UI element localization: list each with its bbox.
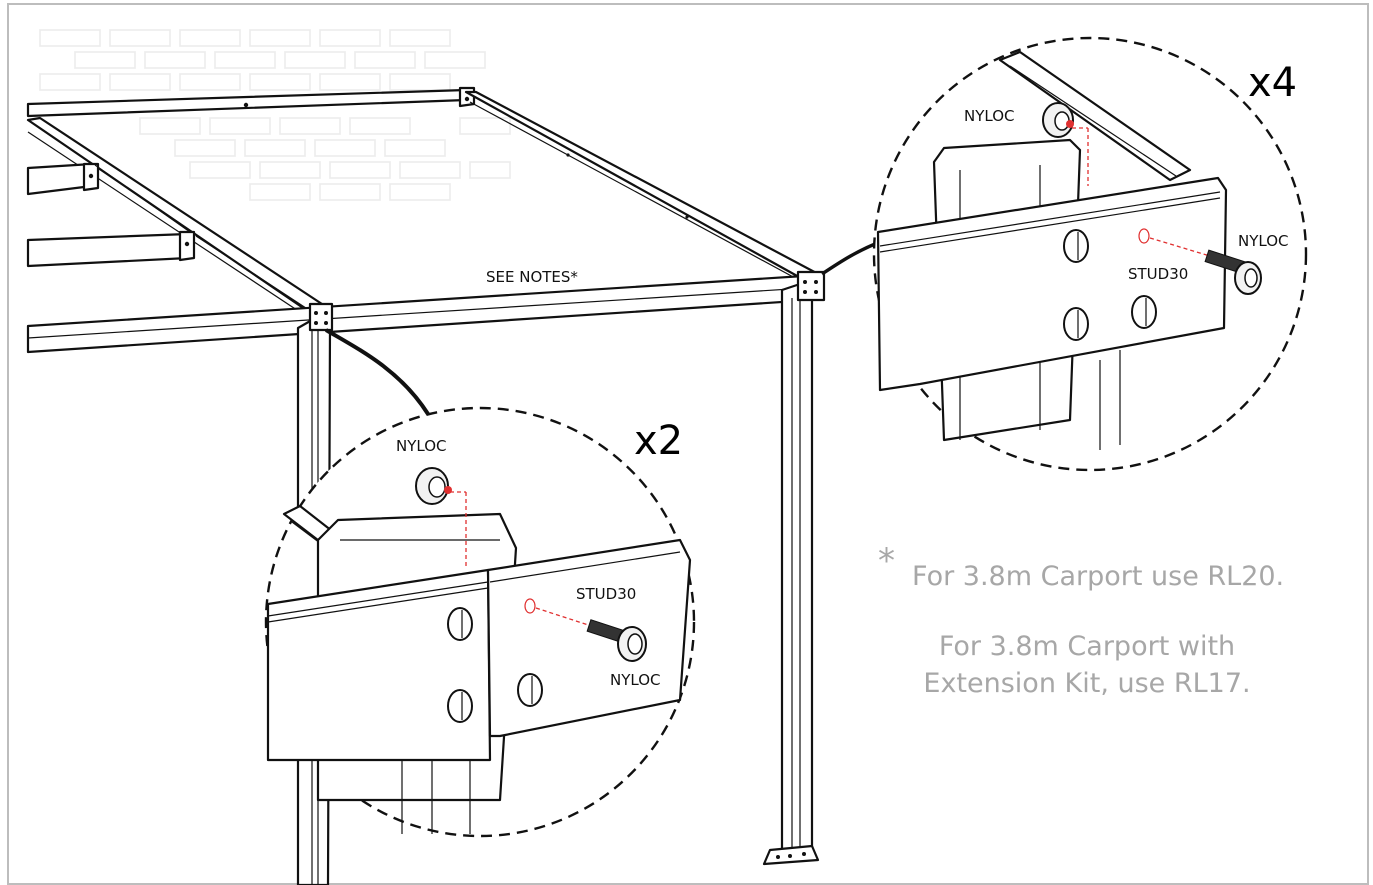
callout-bottom [264,406,696,838]
multiplier-x4: x4 [1248,60,1297,106]
leader-line-bottom [324,328,430,416]
see-notes-label: SEE NOTES* [486,268,578,286]
nyloc-label-bottom-1: NYLOC [396,437,447,455]
stud30-label-top-right: STUD30 [1128,265,1188,283]
callout-top-right [872,36,1308,472]
brick-wall-background [39,29,511,201]
notes-line-2: For 3.8m Carport with [939,631,1235,662]
notes-line-3: Extension Kit, use RL17. [923,668,1250,699]
notes-asterisk: * [878,541,895,581]
multiplier-x2: x2 [634,418,683,464]
stud30-label-bottom: STUD30 [576,585,636,603]
nyloc-label-top-right-1: NYLOC [964,107,1015,125]
notes-line-1: For 3.8m Carport use RL20. [912,561,1284,592]
nyloc-label-bottom-2: NYLOC [610,671,661,689]
nyloc-label-top-right-2: NYLOC [1238,232,1289,250]
